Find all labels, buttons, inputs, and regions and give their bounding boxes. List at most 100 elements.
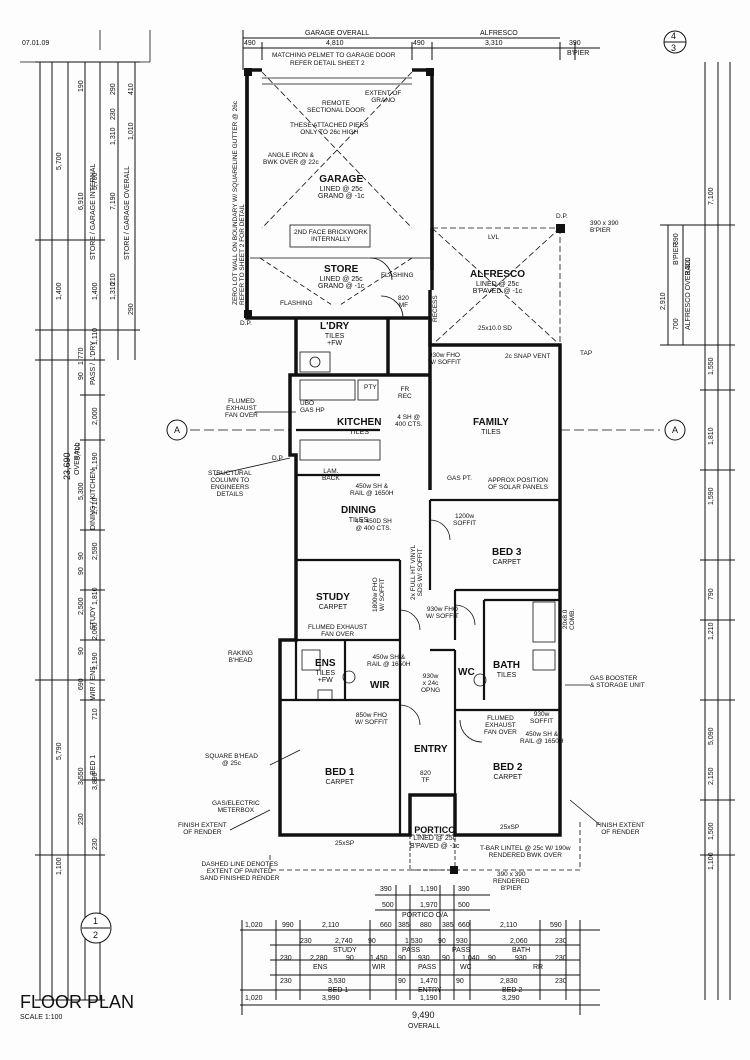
dim-alfresco-label: ALFRESCO	[480, 30, 518, 37]
dim-bottom-r6-0: 230	[280, 978, 292, 985]
note-lvl: LVL	[488, 234, 500, 241]
room-kitchen: KITCHEN TILES	[337, 417, 382, 436]
dim-right-1210: 1,210	[708, 622, 715, 640]
sheet-number-top: 4	[671, 31, 677, 41]
note-sh-450-bed2: 450w SH & RAIL @ 1650H	[520, 731, 564, 746]
dim-bottom-r6-3: 1,470	[420, 978, 438, 985]
note-alfresco-size: 25x10.0 SD	[478, 325, 512, 332]
dim-right-1590: 1,590	[708, 487, 715, 505]
note-sh-400: 4 SH @ 400 CTS.	[395, 414, 423, 429]
dim-left-inner-4: 1,310	[110, 127, 117, 145]
note-tap-top: TAP	[580, 350, 593, 357]
dim-left-inner-8: 1,010	[128, 122, 135, 140]
dim-bottom-r5-7: 1,040	[462, 955, 480, 962]
dim-bottom-r5-8: 90	[488, 955, 496, 962]
dim-bpier-top: B'PIER	[567, 50, 590, 57]
note-soffit-1200: 1200w SOFFIT	[453, 513, 477, 528]
dim-bottom-r4-label-study: STUDY	[333, 947, 357, 954]
dim-bottom-r5-label-wc: WC	[460, 964, 472, 971]
dim-bottom-r6-1: 3,530	[328, 978, 346, 985]
dim-right-2150: 2,150	[708, 767, 715, 785]
note-matching-pelmet: MATCHING PELMET TO GARAGE DOOR	[272, 52, 396, 59]
dim-left-inner-13: 1,770	[78, 347, 85, 365]
dim-left-inner-7: 230	[110, 108, 117, 120]
dim-bottom-r4-label-pass2: PASS	[452, 947, 471, 954]
note-finish-render-right: FINISH EXTENT OF RENDER	[596, 822, 645, 837]
dim-left-overall: 23,690	[62, 452, 72, 480]
room-bed2: BED 2 CARPET	[493, 762, 523, 781]
dim-bottom-r5-10: 230	[555, 955, 567, 962]
dim-left-inner-6: 410	[128, 83, 135, 95]
note-rendered-pier: 390 x 390 RENDERED B'PIER	[493, 871, 530, 893]
note-fridge-recess: FR REC	[398, 386, 412, 401]
dim-bottom-r3-6: 385	[442, 922, 454, 929]
dim-bottom-r6-label-bed2: BED 2	[502, 987, 523, 994]
dim-left-inner-31: 3,890	[92, 772, 99, 790]
dim-490a: 490	[244, 40, 256, 47]
dim-left-inner-29: 710	[92, 708, 99, 720]
room-store: STORE LINED @ 25c GRANO @ -1c	[318, 264, 365, 290]
dim-left-inner-16: 2,000	[92, 407, 99, 425]
note-raking-bhead: RAKING B'HEAD	[228, 650, 253, 665]
note-dp-3: D.P.	[272, 455, 284, 462]
dim-left-inner-0: 190	[78, 80, 85, 92]
room-ens: ENS TILES +FW	[315, 658, 336, 684]
note-flashing-store: FLASHING	[381, 272, 414, 279]
note-comb: 20x8.0 COMB.	[562, 608, 577, 630]
room-dining: DINING TILES	[341, 505, 376, 524]
dim-label-wir-ens: WIR / ENS	[90, 666, 97, 700]
room-study: STUDY CARPET	[316, 592, 350, 611]
dim-left-inner-32: 230	[78, 813, 85, 825]
dim-left-1100: 1,100	[56, 857, 63, 875]
plan-title: FLOOR PLAN	[20, 992, 135, 1012]
note-fho-930-top: 930w FHO W/ SOFFIT	[428, 352, 461, 367]
room-family: FAMILY TILES	[473, 417, 509, 436]
note-recess: RECESS	[432, 295, 439, 322]
dim-left-inner-21: 2,590	[92, 542, 99, 560]
dim-bottom-r6-4: 90	[456, 978, 464, 985]
dim-left-5700: 5,700	[56, 152, 63, 170]
dim-bottom-r5-label-ens: ENS	[313, 964, 328, 971]
dim-left-inner-33: 230	[92, 838, 99, 850]
dim-left-inner-14: 90	[78, 372, 85, 380]
dim-bottom-r3-8: 2,110	[500, 922, 517, 929]
note-gas-booster: GAS BOOSTER & STORAGE UNIT	[590, 675, 645, 690]
dim-left-inner-22: 2,500	[78, 597, 85, 615]
note-sp-bed1: 25xSP	[335, 840, 355, 847]
dim-390-top: 390	[569, 40, 581, 47]
section-label-right: A	[672, 425, 679, 435]
sheet-number-bottom: 3	[671, 43, 677, 53]
dim-left-inner-28: 690	[78, 678, 85, 690]
note-sh-450-ens: 450w SH & RAIL @ 1650H	[367, 654, 411, 669]
dim-bottom-r5-4: 90	[398, 955, 406, 962]
dim-bottom-r7-2: 1,190	[420, 995, 438, 1002]
room-bed1: BED 1 CARPET	[325, 767, 355, 786]
dim-right-1810: 1,810	[708, 427, 715, 445]
date-stamp: 07.01.09	[22, 40, 50, 47]
dim-4810: 4,810	[326, 40, 344, 47]
note-tf-entry: 820 TF	[420, 770, 431, 785]
note-remote-door: REMOTE SECTIONAL DOOR	[307, 100, 365, 115]
dim-right-790: 790	[708, 588, 715, 600]
note-flumed-left: FLUMED EXHAUST FAN OVER	[225, 398, 258, 420]
dim-right-3300: 3,300	[685, 257, 692, 275]
note-soffit-930: 930w SOFFIT	[530, 711, 554, 726]
dim-garage-overall-label: GARAGE OVERALL	[305, 30, 370, 37]
note-flashing-ldry: FLASHING	[280, 300, 313, 307]
dim-left-5790: 5,790	[56, 742, 63, 760]
note-fho-850: 850w FHO W/ SOFFIT	[355, 712, 388, 727]
note-refer-detail: REFER DETAIL SHEET 2	[290, 60, 365, 67]
note-brickwork: 2ND FACE BRICKWORK INTERNALLY	[294, 229, 368, 244]
dim-bottom-r5-6: 90	[442, 955, 450, 962]
wall-garage-right	[412, 68, 434, 270]
dim-right-1550: 1,550	[708, 357, 715, 375]
dim-3310: 3,310	[485, 40, 503, 47]
dim-left-inner-23: 1,810	[92, 587, 99, 605]
dim-bottom-r5-label-wir: WIR	[372, 964, 386, 971]
dim-bottom-r5-9: 930	[515, 955, 527, 962]
note-dp-2: D.P.	[556, 213, 568, 220]
dim-bottom-r4-7: 230	[555, 938, 567, 945]
dim-bottom-r4-1: 2,740	[335, 938, 353, 945]
dim-bottom-r4-4: 90	[438, 938, 446, 945]
dim-left-inner-26: 1,190	[92, 652, 99, 670]
